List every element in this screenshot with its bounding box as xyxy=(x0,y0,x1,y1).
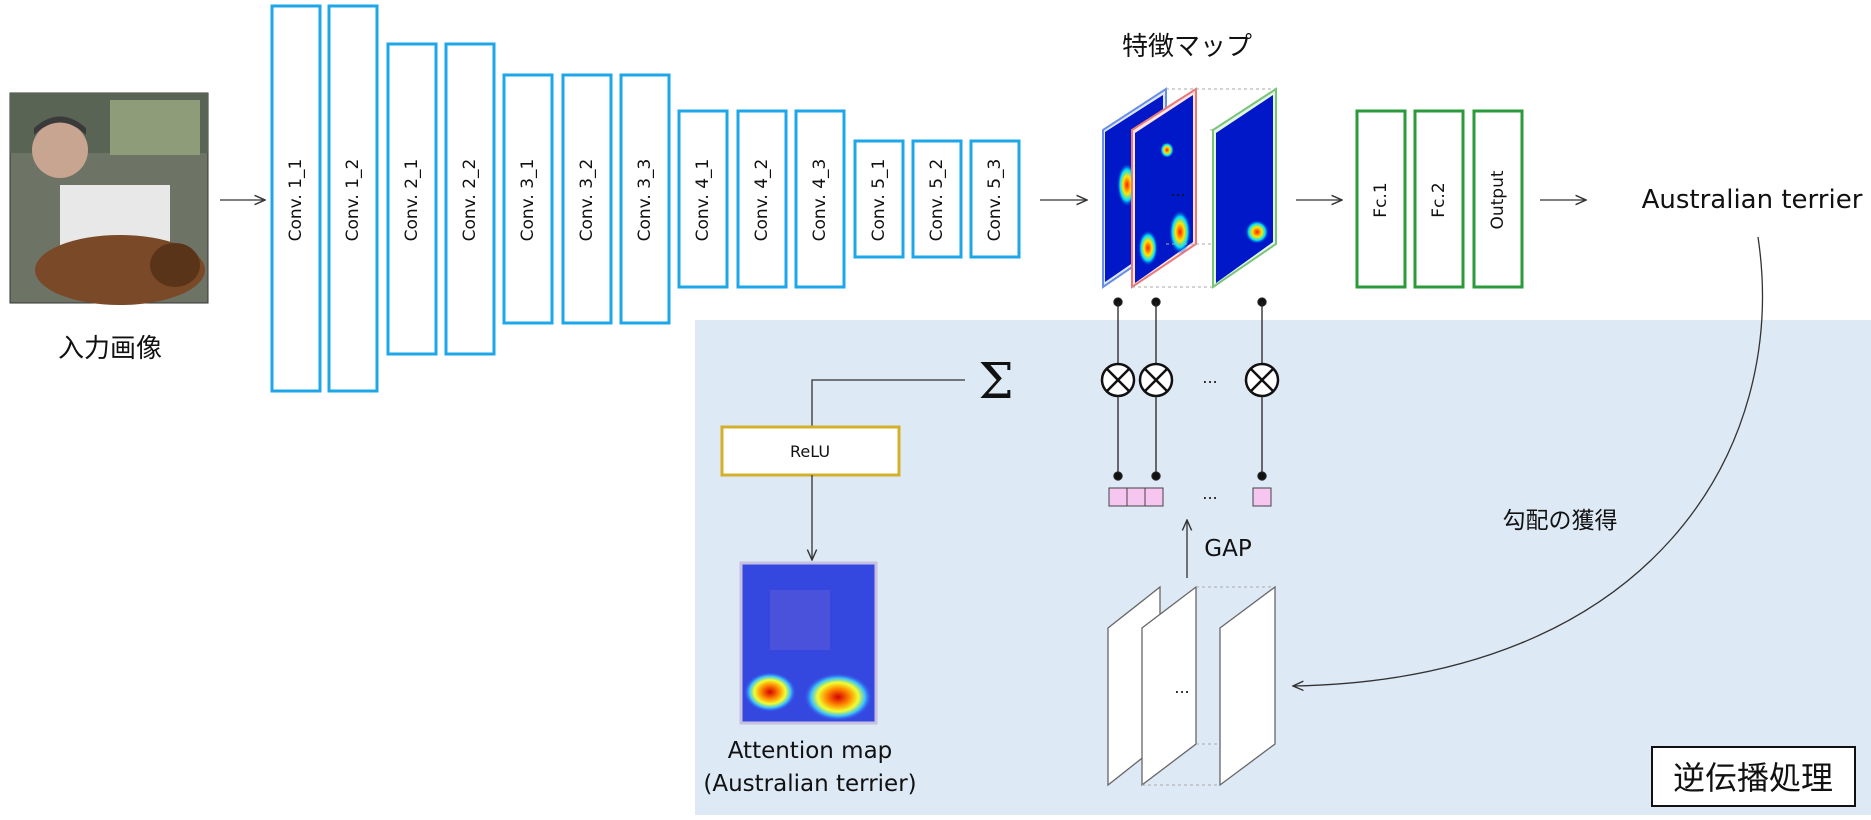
gradient-label: 勾配の獲得 xyxy=(1503,508,1618,534)
fc-layer-box xyxy=(1355,109,1407,289)
fc-layer-label: Fc.1 xyxy=(1371,182,1391,217)
conv-layer-label: Conv. 4_2 xyxy=(752,159,772,242)
sum-to-relu-line xyxy=(811,379,965,427)
feature-to-multiply-lines xyxy=(1113,297,1267,363)
backprop-label-box xyxy=(1651,746,1856,807)
multiply-op xyxy=(1100,362,1136,398)
fc-layer-label: Output xyxy=(1488,170,1508,229)
input-label: 入力画像 xyxy=(58,334,162,364)
conv-layer-box xyxy=(736,109,788,289)
fc-layer-box xyxy=(1472,109,1524,289)
fc-layers: Fc.1 Fc.2 Output xyxy=(1355,109,1524,289)
attention-label-line2: (Australian terrier) xyxy=(703,771,916,797)
conv-layer-label: Conv. 3_1 xyxy=(518,159,538,242)
weight-ellipsis: ... xyxy=(1202,484,1217,503)
gradient-maps: ... xyxy=(1107,585,1276,787)
backprop-panel xyxy=(695,320,1871,815)
attention-label-line1: Attention map xyxy=(728,738,893,764)
conv-layer-label: Conv. 5_2 xyxy=(927,159,947,242)
conv-layer-box xyxy=(444,42,496,356)
attention-map xyxy=(739,561,878,725)
conv-layer-box xyxy=(561,73,613,325)
feature-map-ellipsis: ... xyxy=(1170,181,1185,200)
fc-layer-label: Fc.2 xyxy=(1429,182,1449,217)
weight-vector: ... xyxy=(1108,484,1272,507)
conv-layers: Conv. 1_1 Conv. 1_2 Conv. 2_1 Conv. 2_2 Conv… xyxy=(270,4,1021,393)
conv-layer-label: Conv. 1_2 xyxy=(343,159,363,242)
multiply-ellipsis: ... xyxy=(1202,368,1217,387)
conv-layer-box xyxy=(619,73,671,325)
multiply-op xyxy=(1244,362,1280,398)
relu-box xyxy=(720,425,901,477)
multiply-ops: ... xyxy=(1100,362,1280,398)
conv-layer-box xyxy=(911,139,963,259)
conv-layer-label: Conv. 4_3 xyxy=(810,159,830,242)
weight-cell xyxy=(1144,487,1164,507)
conv-layer-label: Conv. 5_1 xyxy=(869,159,889,242)
conv-layer-box xyxy=(677,109,729,289)
conv-layer-box xyxy=(969,139,1021,259)
conv-layer-label: Conv. 2_2 xyxy=(460,159,480,242)
conv-layer-box xyxy=(794,109,846,289)
conv-layer-label: Conv. 5_3 xyxy=(985,159,1005,242)
gradient-arrow xyxy=(1293,236,1764,686)
conv-layer-box xyxy=(327,4,379,393)
gap-label: GAP xyxy=(1204,536,1252,562)
conv-layer-label: Conv. 3_3 xyxy=(635,159,655,242)
weight-cell xyxy=(1126,487,1146,507)
conv-layer-label: Conv. 3_2 xyxy=(577,159,597,242)
weight-cell xyxy=(1252,487,1272,507)
conv-layer-box xyxy=(386,42,438,356)
backprop-label: 逆伝播処理 xyxy=(1673,759,1833,797)
input-image xyxy=(9,92,209,305)
conv-layer-box xyxy=(270,4,322,393)
fc-layer-box xyxy=(1413,109,1465,289)
prediction-label: Australian terrier xyxy=(1642,185,1863,215)
weight-cell xyxy=(1108,487,1128,507)
relu-label: ReLU xyxy=(790,442,830,461)
conv-layer-label: Conv. 4_1 xyxy=(693,159,713,242)
multiply-op xyxy=(1138,362,1174,398)
multiply-to-weight-lines xyxy=(1113,396,1267,481)
conv-layer-label: Conv. 1_1 xyxy=(286,159,306,242)
sum-symbol: Σ xyxy=(978,352,1013,410)
gradient-map-ellipsis: ... xyxy=(1174,678,1189,697)
conv-layer-box xyxy=(853,139,905,259)
conv-layer-box xyxy=(502,73,554,325)
conv-layer-label: Conv. 2_1 xyxy=(402,159,422,242)
feature-map-title: 特徴マップ xyxy=(1122,32,1252,62)
feature-maps: ... xyxy=(1102,87,1277,289)
